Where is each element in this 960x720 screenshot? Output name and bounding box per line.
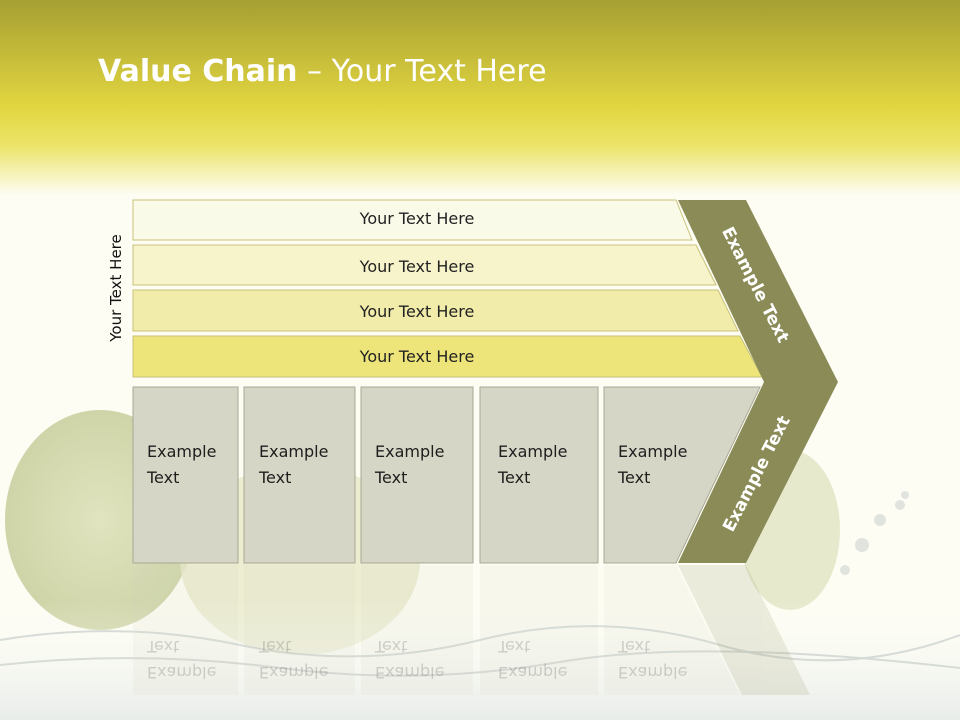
box-5-line2: Text bbox=[618, 468, 651, 487]
box-5-line1: Example bbox=[618, 442, 688, 461]
title-bold: Value Chain bbox=[98, 54, 298, 89]
bar-3 bbox=[132, 289, 739, 332]
bar-2-label: Your Text Here bbox=[359, 257, 475, 276]
box-4 bbox=[479, 386, 599, 564]
box-3-text: Example Text bbox=[375, 439, 475, 491]
box-4-line2: Text bbox=[498, 468, 531, 487]
bar-3-label: Your Text Here bbox=[359, 302, 475, 321]
box-3-line1: Example bbox=[375, 442, 445, 461]
box-2-line1: Example bbox=[259, 442, 329, 461]
bar-4-label: Your Text Here bbox=[359, 347, 475, 366]
reflection bbox=[133, 565, 810, 695]
box-1-text: Example Text bbox=[147, 439, 247, 491]
bar-1 bbox=[132, 199, 693, 241]
box-5-text: Example Text bbox=[618, 439, 718, 491]
title-rest: – Your Text Here bbox=[297, 54, 547, 89]
bar-2 bbox=[132, 244, 717, 286]
chevron-arrow bbox=[678, 200, 838, 563]
box-2-text: Example Text bbox=[259, 439, 359, 491]
box-1 bbox=[132, 386, 239, 564]
box-4-text: Example Text bbox=[498, 439, 598, 491]
box-4-line1: Example bbox=[498, 442, 568, 461]
box-5 bbox=[603, 386, 761, 564]
box-2-line2: Text bbox=[259, 468, 292, 487]
bar-1-label: Your Text Here bbox=[359, 209, 475, 228]
box-2 bbox=[243, 386, 356, 564]
box-3 bbox=[360, 386, 474, 564]
box-3-line2: Text bbox=[375, 468, 408, 487]
box-1-line2: Text bbox=[147, 468, 180, 487]
box-1-line1: Example bbox=[147, 442, 217, 461]
slide-title: Value Chain – Your Text Here bbox=[98, 54, 547, 89]
